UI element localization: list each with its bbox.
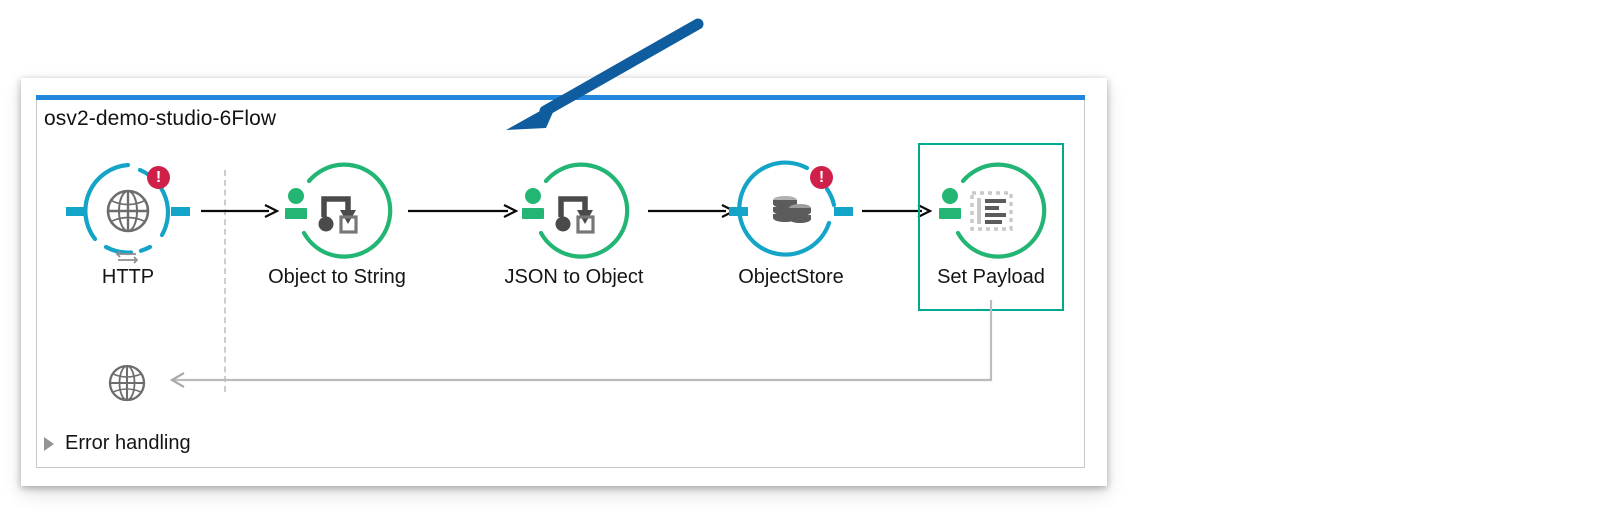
flow-top-accent-bar	[36, 95, 1085, 100]
response-globe-icon	[104, 360, 150, 406]
error-handling-row[interactable]: Error handling	[44, 432, 191, 455]
triangle-right-icon[interactable]	[44, 436, 54, 451]
flow-title: osv2-demo-studio-6Flow	[44, 107, 277, 130]
connector-arrow-4	[862, 204, 932, 218]
node-status-dot	[525, 188, 541, 204]
node-ring-green	[941, 161, 1047, 261]
node-output-nub	[171, 207, 190, 216]
error-badge[interactable]: !	[810, 166, 833, 189]
set-payload-icon	[964, 184, 1018, 238]
response-return-path	[160, 300, 1010, 390]
node-input-nub	[729, 207, 748, 216]
listener-exchange-icon	[115, 247, 141, 267]
node-input-nub	[939, 208, 961, 219]
connector-arrow-1	[201, 204, 279, 218]
globe-icon	[101, 184, 155, 238]
node-label: ObjectStore	[738, 266, 844, 288]
flow-node-http[interactable]: ! HTTP	[63, 161, 193, 321]
flow-container[interactable]	[36, 98, 1085, 468]
node-input-nub	[66, 207, 85, 216]
source-separator-line	[224, 170, 226, 392]
connector-arrow-2	[408, 204, 518, 218]
error-handling-label: Error handling	[65, 432, 191, 454]
node-ring-cyan	[737, 160, 841, 261]
node-output-nub	[834, 207, 853, 216]
error-badge-glyph: !	[818, 168, 825, 186]
transform-icon	[547, 184, 601, 238]
node-ring-green	[524, 161, 630, 261]
error-badge[interactable]: !	[147, 166, 170, 189]
node-label: HTTP	[101, 266, 155, 288]
node-input-nub	[522, 208, 544, 219]
transform-icon	[310, 184, 364, 238]
node-input-nub	[285, 208, 307, 219]
node-status-dot	[942, 188, 958, 204]
node-label: Set Payload	[937, 266, 1045, 288]
node-label: JSON to Object	[504, 266, 644, 288]
flow-node-object-to-string[interactable]: Object to String	[268, 161, 406, 321]
flow-node-objectstore[interactable]: ! ObjectStore	[726, 160, 856, 321]
flow-node-json-to-object[interactable]: JSON to Object	[505, 161, 643, 321]
node-ring-green	[287, 161, 393, 261]
connector-arrow-3	[648, 204, 736, 218]
flow-node-set-payload[interactable]: Set Payload	[926, 161, 1056, 321]
error-badge-glyph: !	[155, 168, 162, 186]
node-label: Object to String	[268, 266, 406, 288]
node-status-dot	[288, 188, 304, 204]
database-stack-icon	[764, 184, 818, 238]
